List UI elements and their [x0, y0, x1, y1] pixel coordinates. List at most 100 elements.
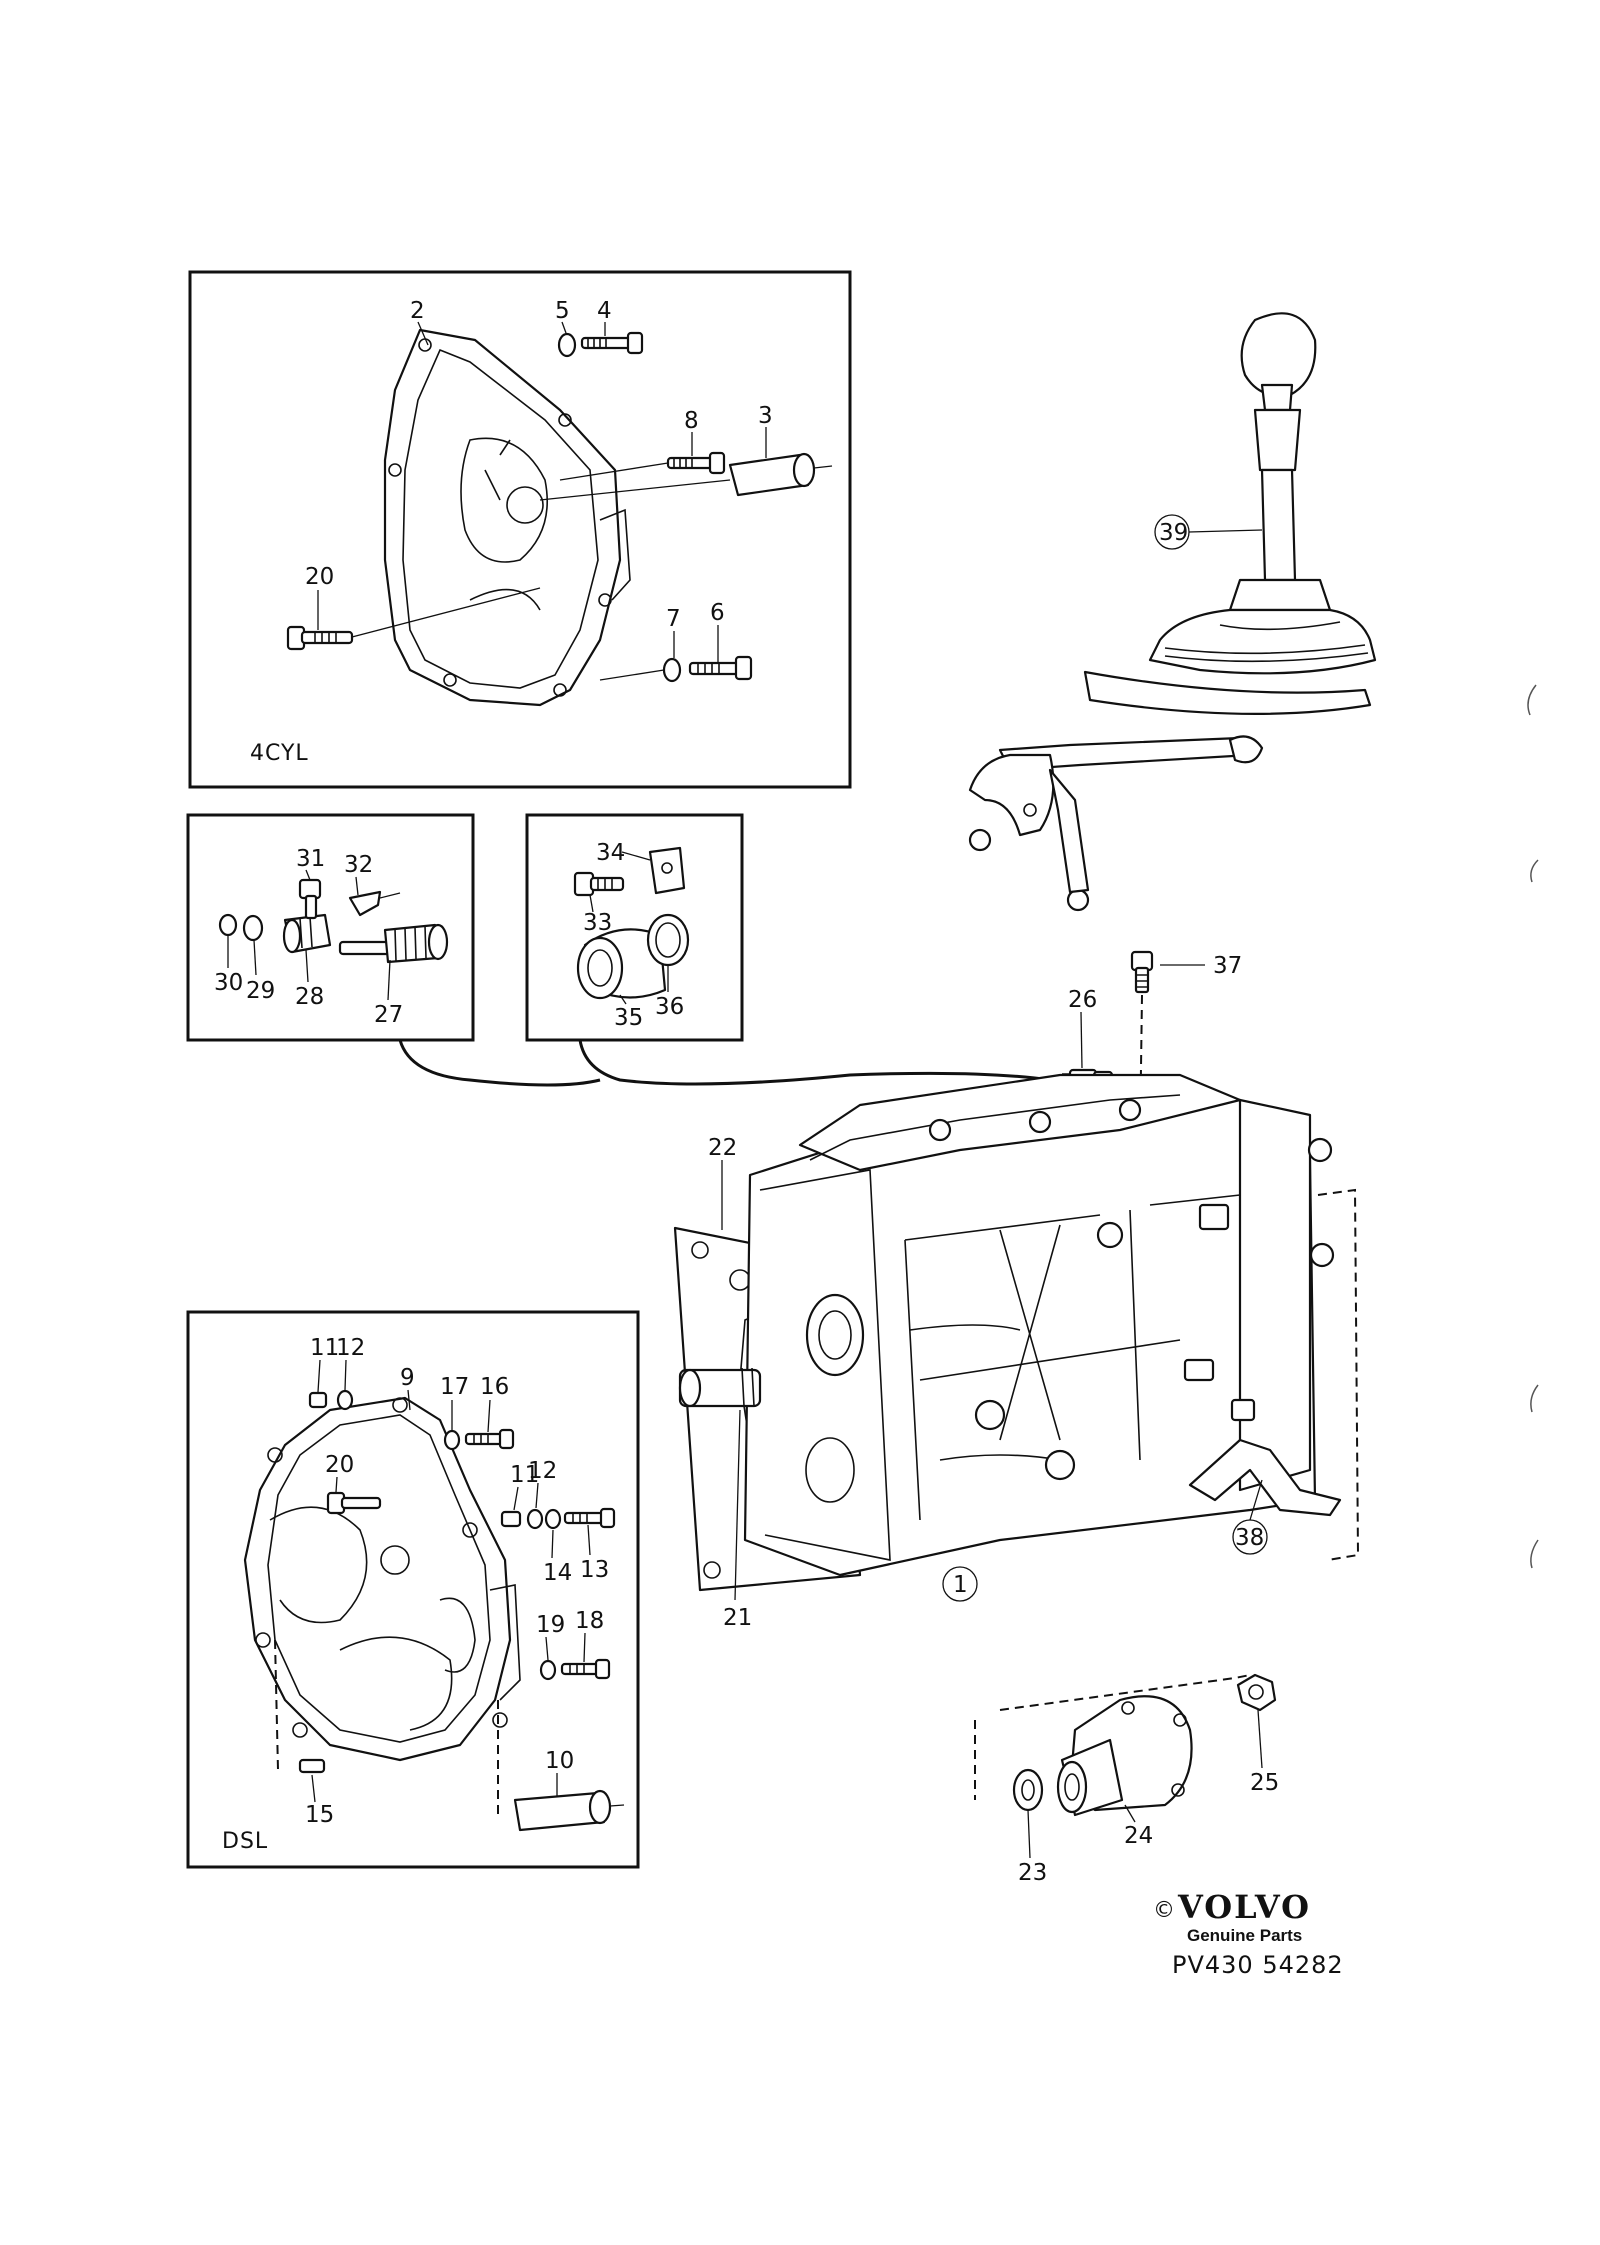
diesel-bellhousing-panel: 11 12 9 17 16 20 11 — [186, 1310, 640, 1869]
callout-3: 3 — [758, 403, 773, 429]
callout-1: 1 — [953, 1572, 968, 1598]
washer-19 — [539, 1659, 557, 1681]
brand-tagline: Genuine Parts — [1187, 1926, 1302, 1945]
callout-36: 36 — [655, 994, 684, 1020]
clamp-32 — [348, 890, 382, 917]
callout-24: 24 — [1124, 1823, 1153, 1849]
callout-27: 27 — [374, 1002, 403, 1028]
washer-7 — [662, 657, 682, 683]
callout-34: 34 — [596, 840, 625, 866]
callout-18: 18 — [575, 1608, 604, 1634]
callout-10: 10 — [545, 1748, 574, 1774]
washer-30 — [218, 913, 238, 937]
callout-2: 2 — [410, 298, 425, 324]
callout-6: 6 — [710, 600, 725, 626]
nut-25 — [1236, 1673, 1277, 1712]
callout-28: 28 — [295, 984, 324, 1010]
o-ring-29 — [242, 914, 264, 942]
drawing-code: PV430 54282 — [1172, 1951, 1344, 1979]
callout-12-top: 12 — [336, 1335, 365, 1361]
seal-frame — [525, 813, 744, 1042]
bushing-28 — [282, 913, 332, 954]
copyright-symbol: © — [1153, 1898, 1175, 1923]
bolt-31 — [298, 878, 322, 920]
bolt-13 — [563, 1507, 616, 1529]
callout-11-top: 11 — [310, 1335, 339, 1361]
bolt-8 — [666, 451, 726, 475]
guide-sleeve-3 — [728, 452, 833, 497]
bolt-6 — [688, 655, 753, 681]
callout-32: 32 — [344, 852, 373, 878]
callout-17: 17 — [440, 1374, 469, 1400]
bolt-20-4cyl — [286, 625, 354, 651]
callout-33: 33 — [583, 910, 612, 936]
gear-knob — [1240, 312, 1317, 397]
bellhousing-4cyl — [383, 328, 631, 707]
callout-38: 38 — [1235, 1525, 1264, 1551]
callout-19: 19 — [536, 1612, 565, 1638]
callout-26: 26 — [1068, 987, 1097, 1013]
bolt-20-dsl — [326, 1491, 382, 1515]
plate-34 — [648, 846, 686, 895]
callout-16: 16 — [480, 1374, 509, 1400]
washer-5 — [557, 332, 577, 358]
callout-14: 14 — [543, 1560, 572, 1586]
flange-24 — [1056, 1695, 1193, 1817]
callout-29: 29 — [246, 978, 275, 1004]
dowel-11-mid — [500, 1510, 522, 1528]
callout-15: 15 — [305, 1802, 334, 1828]
callout-7: 7 — [666, 606, 681, 632]
callout-4: 4 — [597, 298, 612, 324]
speedo-gear-27 — [338, 923, 449, 964]
diesel-frame — [186, 1310, 640, 1869]
washer-12-top — [336, 1389, 354, 1411]
box-label-4cyl: 4CYL — [250, 741, 309, 766]
bolt-37 — [1130, 950, 1154, 994]
callout-25: 25 — [1250, 1770, 1279, 1796]
washer-17 — [443, 1429, 461, 1451]
four-cyl-frame — [188, 270, 852, 789]
callout-11-mid: 11 — [510, 1462, 539, 1488]
seal-panel: 34 33 35 36 — [525, 813, 744, 1042]
boot-flange — [1083, 670, 1372, 715]
callout-30: 30 — [214, 970, 243, 996]
callout-5: 5 — [555, 298, 570, 324]
bolt-16 — [464, 1428, 515, 1450]
gearbox-assembly: 37 26 22 — [673, 950, 1360, 1631]
box-label-dsl: DSL — [222, 1829, 268, 1854]
washer-23 — [1012, 1768, 1044, 1812]
callout-31: 31 — [296, 846, 325, 872]
callout-1-ring — [942, 1566, 978, 1602]
output-flange-group: 23 24 25 — [974, 1673, 1279, 1886]
input-shaft-21 — [678, 1367, 762, 1408]
callout-23: 23 — [1018, 1860, 1047, 1886]
callout-39: 39 — [1159, 520, 1188, 546]
callout-12-mid: 12 — [528, 1458, 557, 1484]
gearbox-mount-38 — [1188, 1398, 1342, 1517]
bellhousing-dsl — [243, 1396, 521, 1762]
bolt-15 — [298, 1758, 326, 1774]
guide-sleeve-10 — [513, 1789, 625, 1832]
brand-block: © VOLVO Genuine Parts PV430 54282 — [1153, 1888, 1344, 1979]
speedometer-drive-panel: 31 32 30 29 28 27 — [186, 813, 475, 1042]
gear-lever-assembly: 39 — [968, 312, 1377, 912]
bolt-4 — [580, 331, 644, 355]
gear-lever-boot — [1148, 608, 1377, 675]
four-cyl-bellhousing-panel: 2 5 4 8 3 20 7 6 4CYL — [188, 270, 852, 789]
callout-8: 8 — [684, 408, 699, 434]
callout-22: 22 — [708, 1135, 737, 1161]
seal-ring-36 — [646, 913, 690, 967]
callout-20-4cyl: 20 — [305, 564, 334, 590]
callout-21: 21 — [723, 1605, 752, 1631]
bolt-33 — [573, 871, 625, 897]
speedo-frame — [186, 813, 475, 1042]
dowel-11-top — [308, 1391, 328, 1409]
callout-35: 35 — [614, 1005, 643, 1031]
seal-35 — [576, 928, 667, 1000]
callout-37: 37 — [1213, 953, 1242, 979]
callout-13: 13 — [580, 1557, 609, 1583]
selector-arm — [968, 753, 1055, 837]
washer-12-mid — [526, 1508, 544, 1530]
page-edge-marks — [1527, 684, 1539, 1569]
